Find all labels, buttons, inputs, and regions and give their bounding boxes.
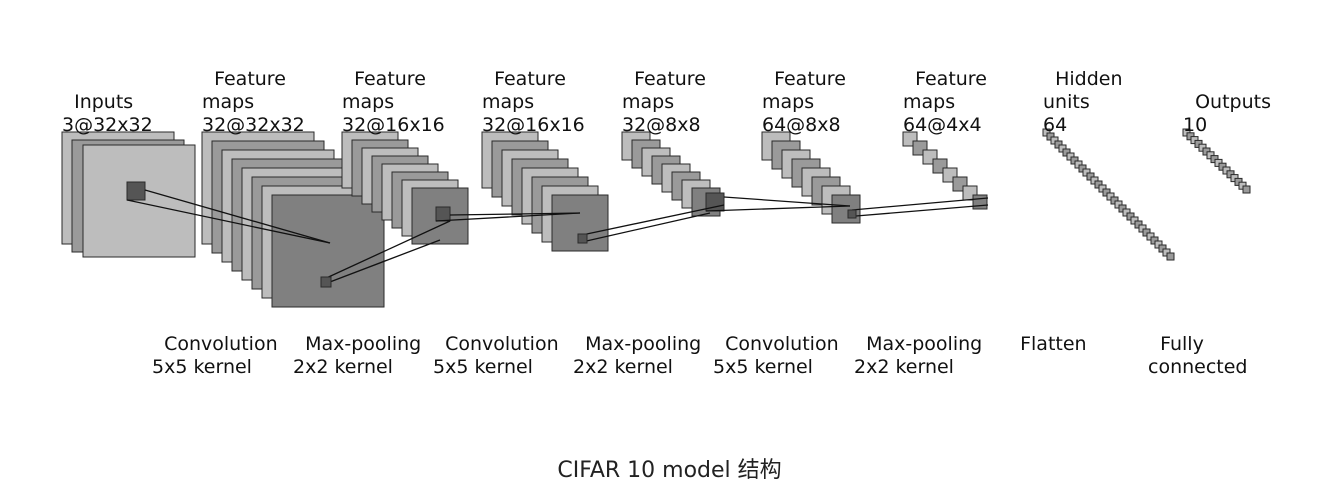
inputs-map <box>82 144 196 258</box>
pool1-connection-line <box>321 220 451 281</box>
pool1-connection-line <box>321 239 441 286</box>
conv2-target-marker <box>577 233 588 244</box>
inputs-kernel-patch <box>126 181 146 201</box>
conv1-target-marker <box>320 276 332 288</box>
pool3-map <box>972 194 988 210</box>
conv3-connection-line <box>723 196 851 207</box>
conv1-connection-line <box>126 199 331 244</box>
conv1-map <box>271 194 385 308</box>
conv2-connection-line <box>435 212 581 222</box>
cnn-architecture-diagram <box>61 128 1251 308</box>
hidden-unit <box>1166 252 1175 261</box>
conv2-connection-line <box>449 212 581 216</box>
figure-caption: CIFAR 10 model 结构 <box>557 458 782 483</box>
conv1-connection-line <box>144 189 331 244</box>
output-unit <box>1242 185 1251 194</box>
pool2-connection-line <box>581 212 711 243</box>
pool3-connection-line <box>855 204 989 217</box>
conv3-connection-line <box>705 205 851 212</box>
conv3-target-marker <box>847 209 857 219</box>
conv3-map <box>831 194 861 224</box>
pool1-kernel-patch <box>435 206 451 222</box>
pool3-connection-line <box>851 197 989 211</box>
pool2-connection-line <box>581 204 725 236</box>
op-label-flatten: Flatten <box>1020 333 1087 355</box>
